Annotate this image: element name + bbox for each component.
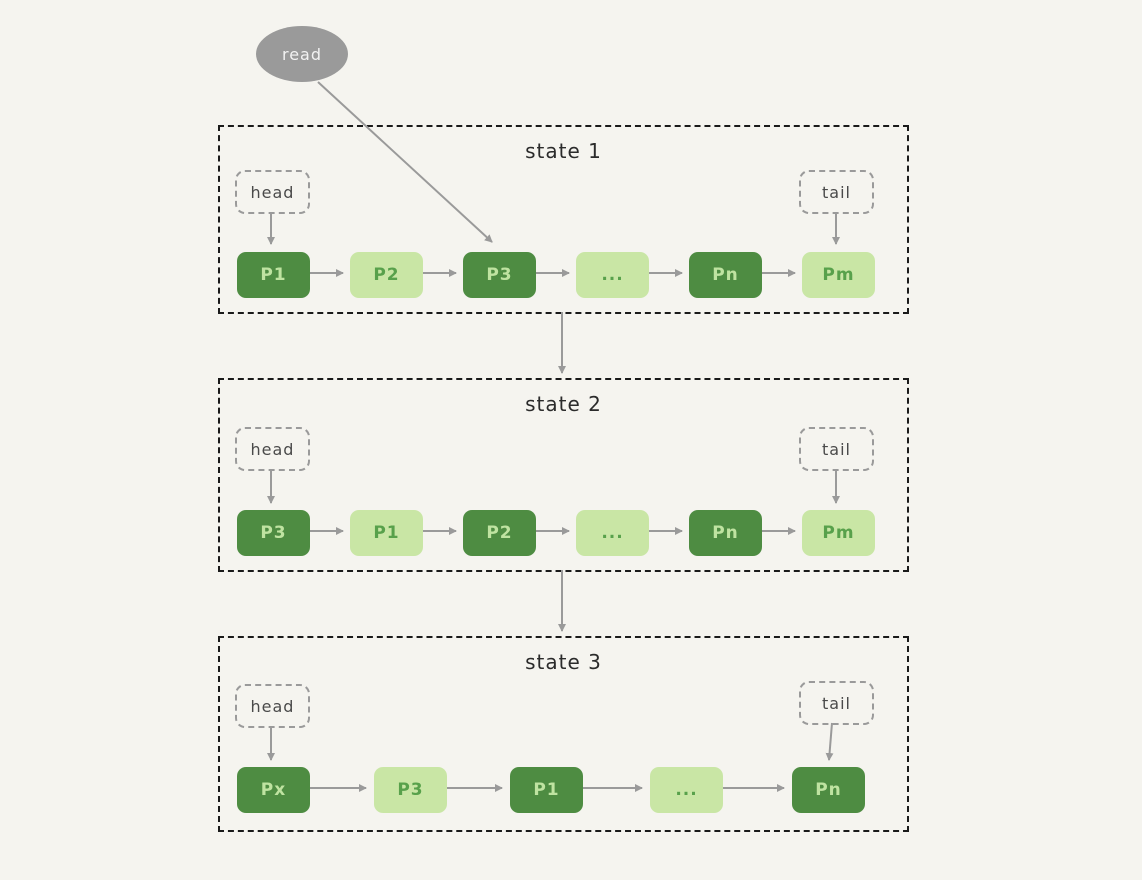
node: ... [576, 510, 649, 556]
node: P3 [463, 252, 536, 298]
node: Pm [802, 252, 875, 298]
node: P3 [237, 510, 310, 556]
node: P1 [237, 252, 310, 298]
head-pointer-state-2: head [235, 427, 310, 471]
node: P1 [350, 510, 423, 556]
node: P3 [374, 767, 447, 813]
node: Px [237, 767, 310, 813]
tail-label: tail [822, 182, 851, 202]
tail-pointer-state-2: tail [799, 427, 874, 471]
head-pointer-state-3: head [235, 684, 310, 728]
state-3-title: state 3 [525, 650, 602, 674]
tail-pointer-state-1: tail [799, 170, 874, 214]
node: Pn [792, 767, 865, 813]
node: P1 [510, 767, 583, 813]
state-1-title: state 1 [525, 139, 602, 163]
state-2-box: state 2 head tail P3 P1 P2 ... Pn Pm [218, 378, 909, 572]
node: ... [650, 767, 723, 813]
head-label: head [250, 439, 295, 459]
head-pointer-state-1: head [235, 170, 310, 214]
head-label: head [250, 182, 295, 202]
state-1-box: state 1 head tail P1 P2 P3 ... Pn Pm [218, 125, 909, 314]
tail-label: tail [822, 439, 851, 459]
node: Pn [689, 510, 762, 556]
node: ... [576, 252, 649, 298]
state-3-box: state 3 head tail Px P3 P1 ... Pn [218, 636, 909, 832]
node: P2 [350, 252, 423, 298]
tail-label: tail [822, 693, 851, 713]
read-bubble: read [256, 26, 348, 82]
tail-pointer-state-3: tail [799, 681, 874, 725]
node: Pn [689, 252, 762, 298]
node: P2 [463, 510, 536, 556]
read-label: read [281, 44, 323, 64]
head-label: head [250, 696, 295, 716]
node: Pm [802, 510, 875, 556]
state-2-title: state 2 [525, 392, 602, 416]
